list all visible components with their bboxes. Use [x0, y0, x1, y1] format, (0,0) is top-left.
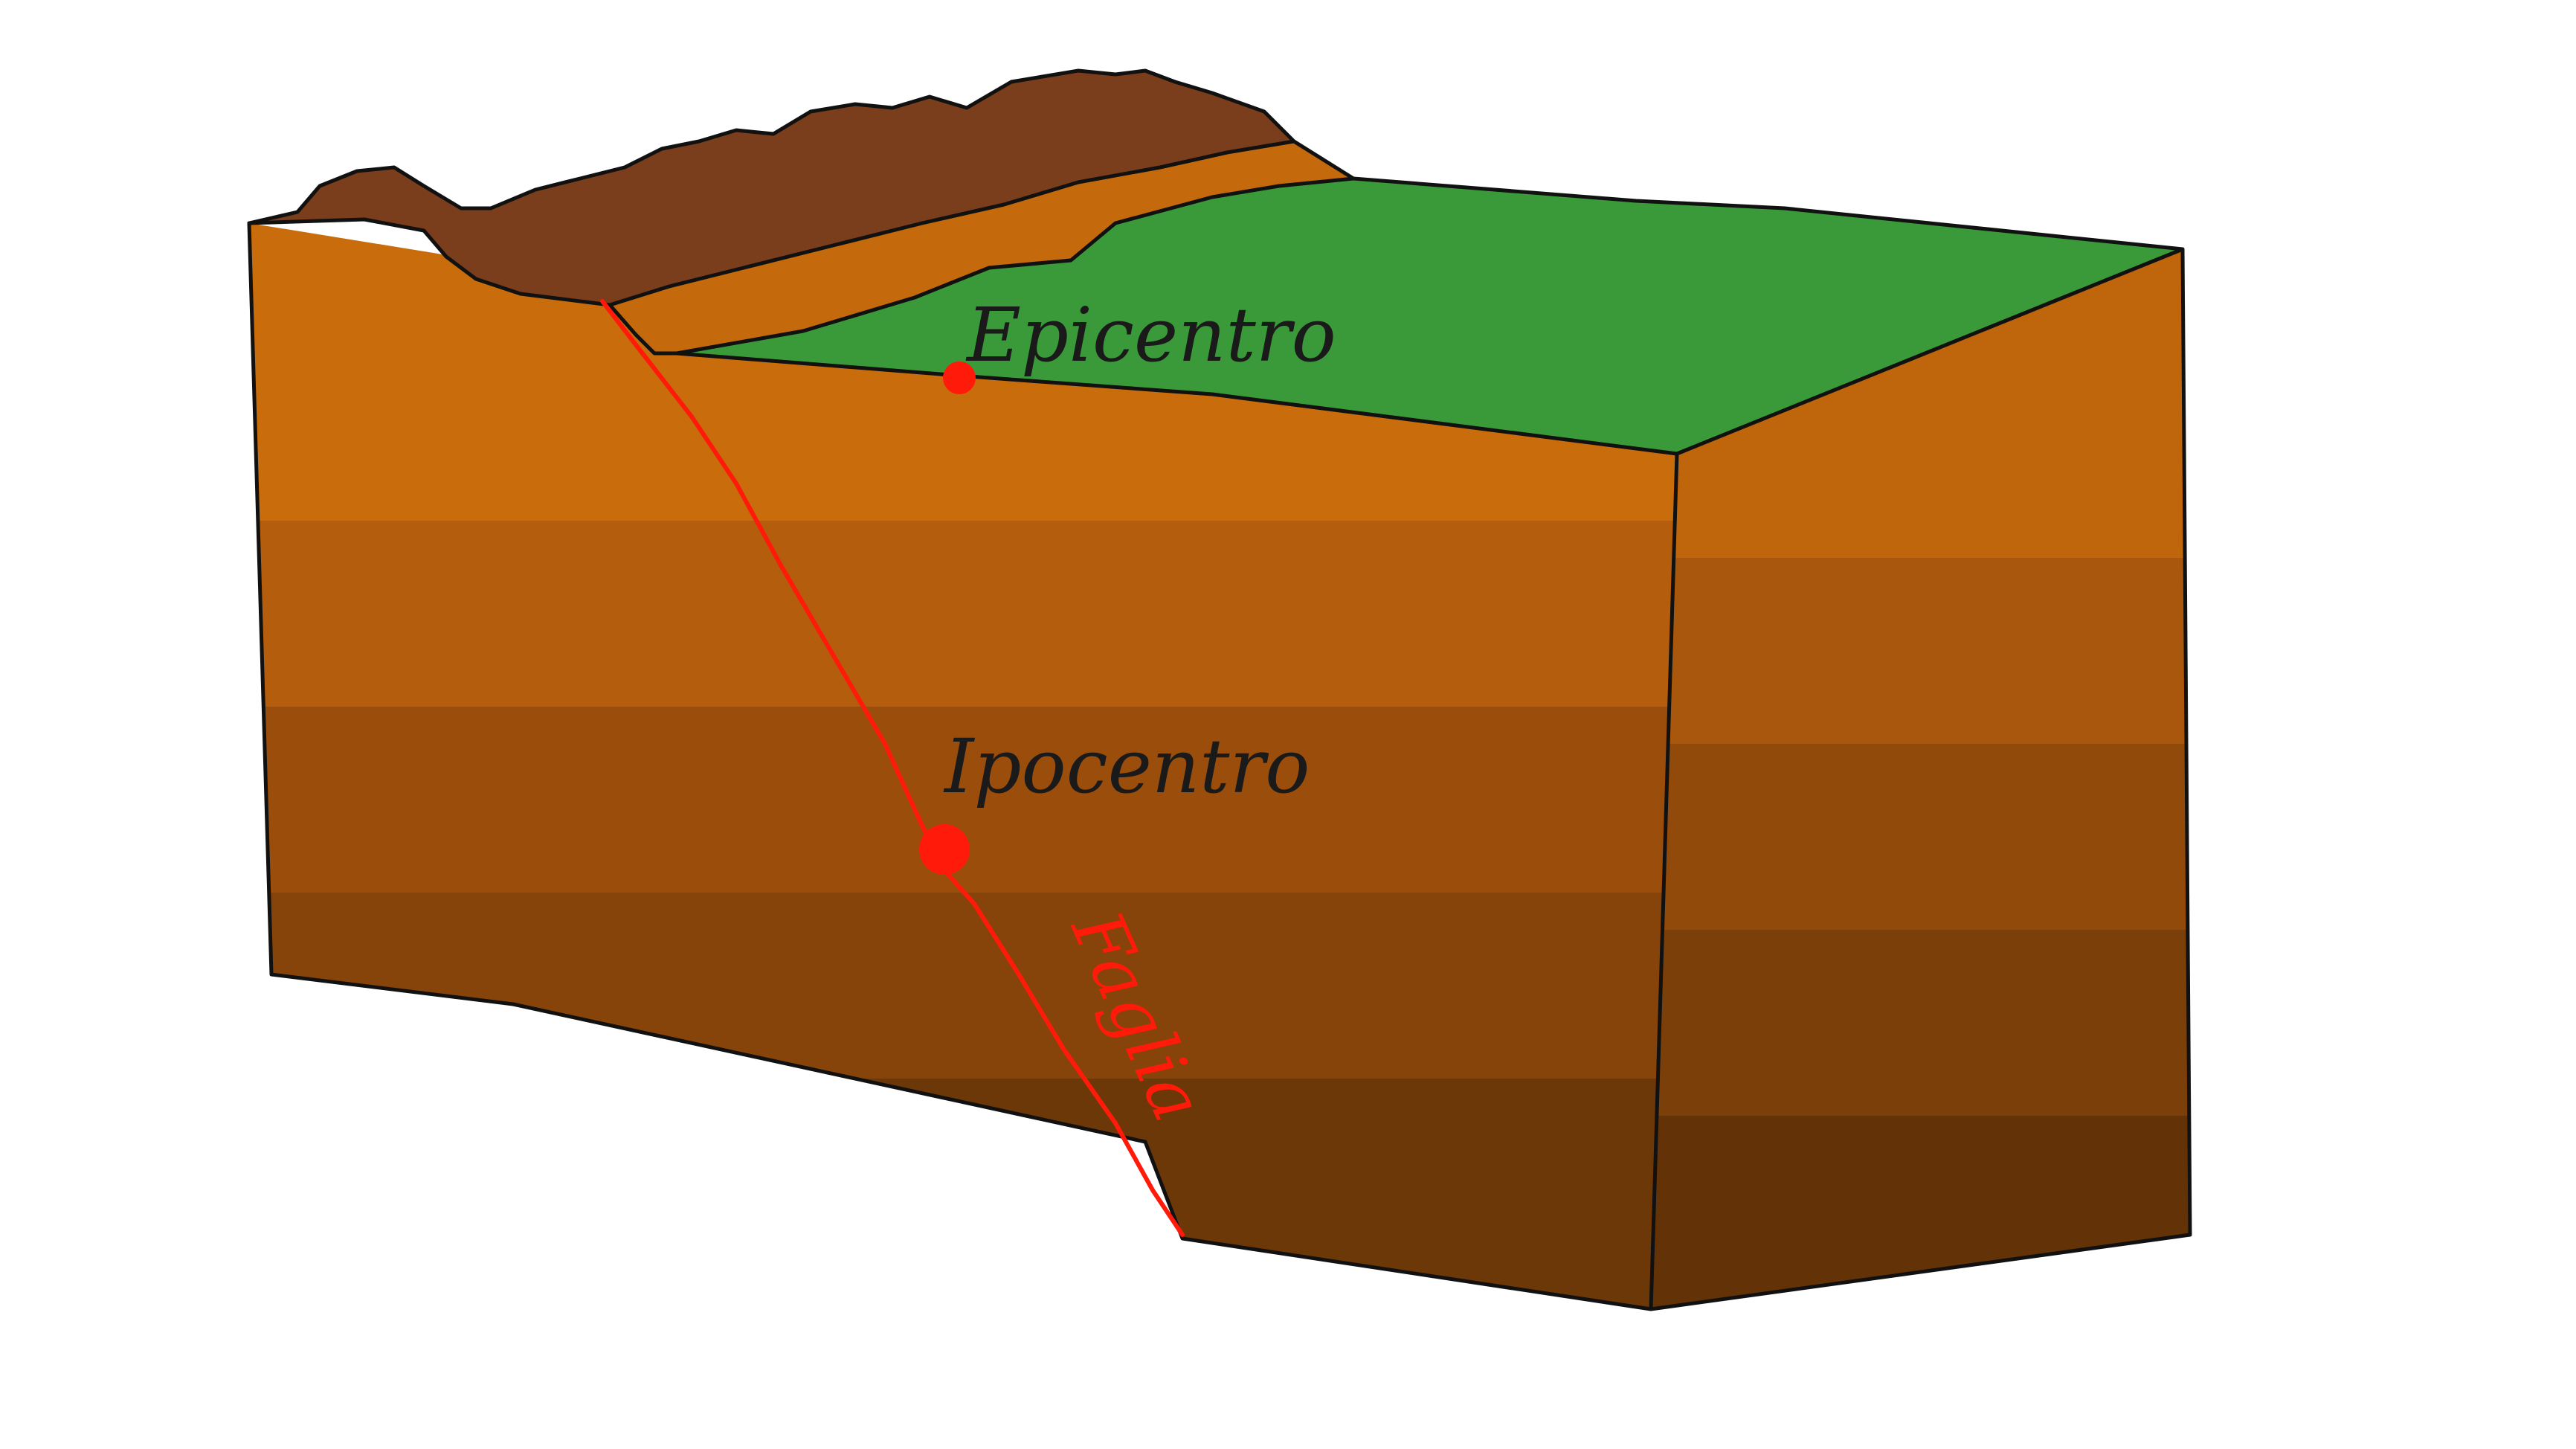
epicenter-label: Epicentro [965, 292, 1336, 379]
outline-terrace-edge [674, 176, 1356, 356]
side-stratum-3 [1651, 744, 2190, 930]
mountain-ridge [249, 71, 1294, 305]
grass-surface [677, 179, 2183, 454]
outline-mountain [247, 68, 1356, 225]
outline-side [1649, 247, 2192, 1311]
stratum-2 [249, 521, 1677, 707]
outline-mountain-base [247, 217, 679, 356]
side-stratum-4 [1651, 930, 2190, 1116]
outline-top-front-edge [674, 351, 1679, 456]
epicenter-dot [943, 362, 976, 394]
side-stratum-2 [1651, 558, 2190, 744]
outline-terrace-ridge [608, 139, 1296, 307]
terrace [610, 141, 1353, 353]
hypocenter-dot [919, 824, 970, 875]
outline-top-back-edge [1351, 176, 2185, 251]
fault-line [600, 299, 1185, 1237]
hypocenter-label: Ipocentro [943, 723, 1310, 810]
block-outline [247, 68, 2192, 1311]
